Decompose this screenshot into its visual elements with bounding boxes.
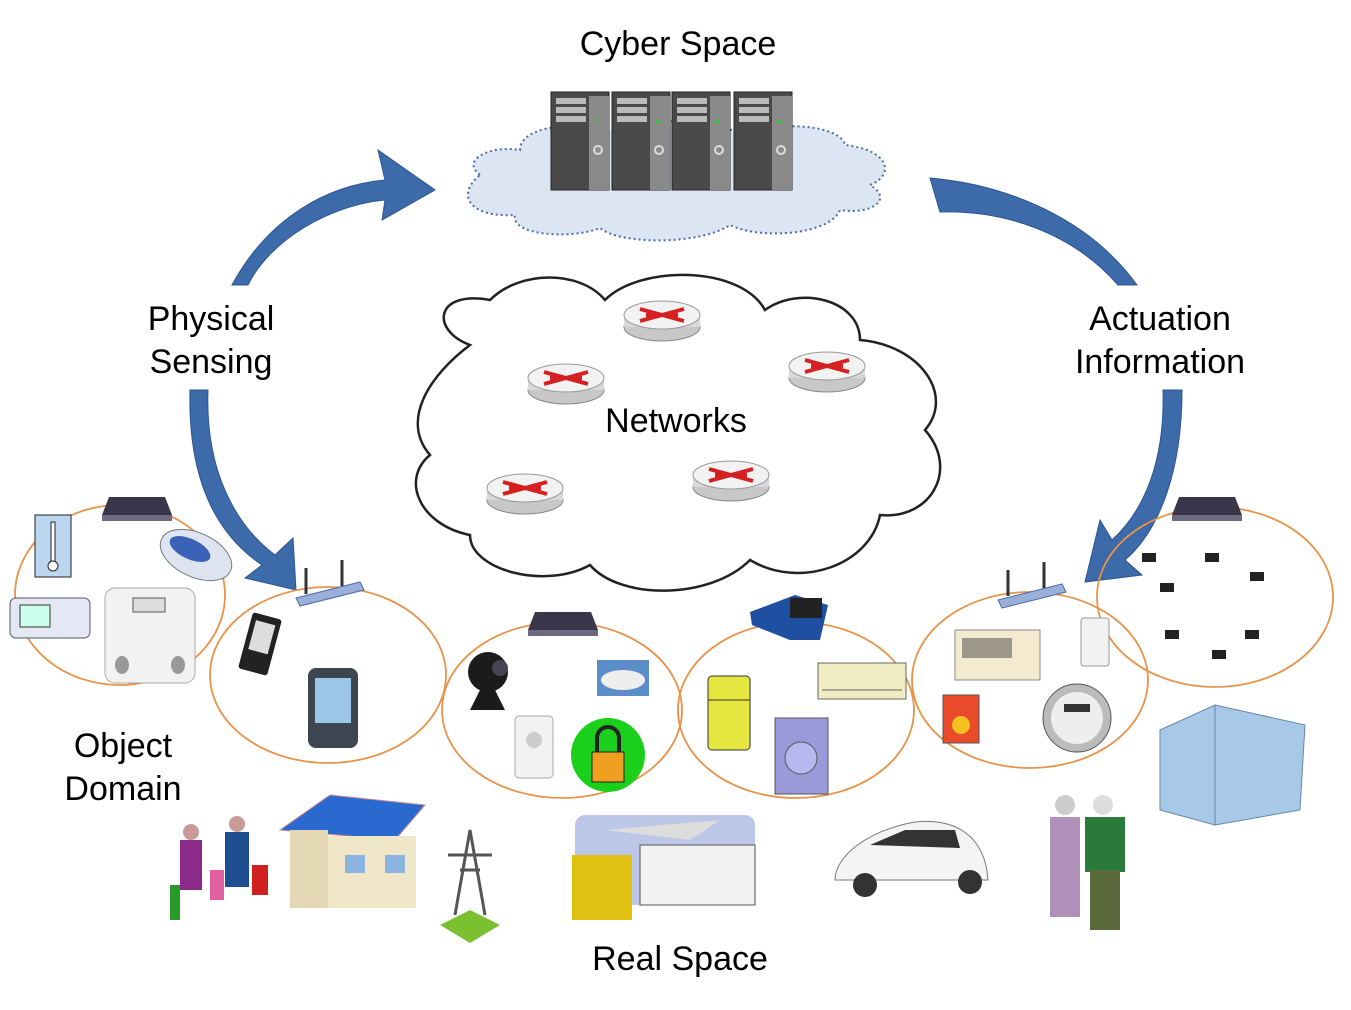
office-building-icon (1159, 704, 1306, 826)
washing-machine-icon (774, 717, 829, 795)
arrow-up-right-icon (929, 177, 1138, 286)
actuation-information-label-line1: Actuation (1089, 300, 1231, 338)
cyber-space-label: Cyber Space (580, 25, 777, 63)
real-space-label: Real Space (592, 940, 768, 978)
thermometer-icon (34, 514, 72, 578)
modem-icon (750, 595, 828, 640)
power-tower-icon (440, 829, 500, 943)
blood-pressure-monitor-icon (9, 597, 91, 639)
mobile-phone-icon (238, 612, 282, 676)
server-icon (611, 91, 671, 191)
refrigerator-icon (707, 675, 751, 751)
breaker-panel-icon (954, 629, 1041, 681)
flow-arrows (189, 148, 1183, 591)
wireless-router-icon (294, 558, 366, 608)
mobile-devices (238, 558, 366, 748)
object-domain-label-line1: Object (74, 727, 173, 765)
sensor-network-devices (1142, 497, 1264, 659)
health-monitor-icon (159, 528, 233, 582)
gateway-icon (528, 612, 598, 636)
energy-devices (942, 560, 1112, 753)
arrow-up-left-icon (231, 148, 436, 286)
health-devices (9, 497, 233, 684)
domain-ring-mobile (209, 586, 447, 764)
web-camera-icon (468, 652, 508, 710)
battery-icon (942, 694, 980, 744)
pda-icon (308, 668, 358, 748)
gateway-icon (102, 497, 172, 521)
elderly-couple-icon (1050, 795, 1125, 930)
server-icon (671, 91, 731, 191)
server-icon (550, 91, 610, 191)
smoke-detector-icon (597, 660, 649, 696)
actuation-information-label-line2: Information (1075, 343, 1245, 381)
controller-icon (1080, 617, 1110, 667)
sensor-icon (514, 715, 554, 779)
router-icon (485, 472, 565, 516)
gateway-icon (1172, 497, 1242, 521)
servers (550, 91, 793, 191)
real-space-objects (170, 704, 1306, 943)
networks-label: Networks (605, 402, 747, 440)
appliance-devices (707, 595, 907, 795)
electric-car-icon (834, 820, 989, 897)
sensor-node-icon (1142, 553, 1264, 659)
router-icon (526, 362, 606, 406)
physical-sensing-label-line2: Sensing (150, 343, 273, 381)
power-meter-icon (1042, 683, 1112, 753)
router-icon (691, 459, 771, 503)
router-icon (787, 350, 867, 394)
body-scale-icon (104, 587, 196, 684)
physical-sensing-label-line1: Physical (148, 300, 275, 338)
security-devices (468, 612, 649, 792)
router-icon (622, 299, 702, 343)
arrow-down-right-icon (1084, 389, 1183, 583)
transportation-icon (572, 815, 756, 920)
server-icon (733, 91, 793, 191)
object-domain-label-line2: Domain (64, 770, 181, 808)
solar-house-icon (278, 794, 426, 908)
family-icon (170, 816, 268, 920)
air-conditioner-icon (817, 662, 907, 700)
lock-icon (571, 718, 645, 792)
wireless-router-icon (996, 560, 1068, 610)
